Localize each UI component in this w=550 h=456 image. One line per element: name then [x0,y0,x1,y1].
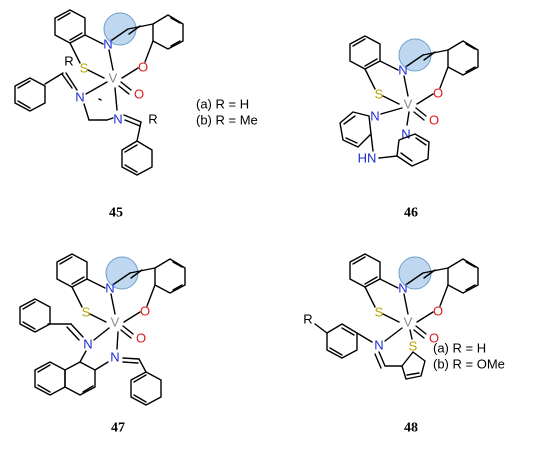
atom-n: N [398,63,407,78]
atom-s: S [409,339,418,354]
atom-oxo: O [134,87,144,102]
compound-label: 48 [404,421,418,436]
compound-46: N S O V O N HN N 46 [339,35,479,221]
atom-r: R [148,112,157,127]
atom-oxo: O [429,331,439,346]
substituent-note: (a) R = H [433,341,486,356]
atom-r: R [303,312,312,327]
substituent-note: (b) R = Me [196,113,258,128]
compound-label: 45 [109,206,123,221]
atom-v: V [404,97,413,112]
atom-hn: HN [358,151,377,166]
substituent-note: (a) R = H [196,97,249,112]
atom-n: N [110,350,119,365]
atom-n: N [113,112,122,127]
atom-o: O [433,304,443,319]
atom-n: N [83,337,92,352]
atom-s: S [82,305,91,320]
atom-v: V [111,315,120,330]
atom-n: N [75,90,84,105]
atom-n: N [105,281,114,296]
atom-s: S [375,305,384,320]
atom-s: S [80,61,89,76]
atom-o: O [138,60,148,75]
atom-v: V [109,71,118,86]
atom-n: N [398,281,407,296]
atom-oxo: O [429,113,439,128]
atom-o: O [433,86,443,101]
compound-48: N S O V O N R S (a) R = H (b) R = OMe 48 [303,253,505,436]
atom-oxo: O [136,331,146,346]
compound-47: N S O V O N N 47 [19,253,186,436]
atom-n: N [370,109,379,124]
atom-v: V [404,315,413,330]
atom-s: S [375,87,384,102]
atom-r: R [64,54,73,69]
atom-n: N [103,37,112,52]
compound-label: 46 [404,206,418,221]
substituent-note: (b) R = OMe [433,357,505,372]
atom-o: O [140,304,150,319]
compound-label: 47 [111,421,125,436]
atom-n: N [401,127,410,142]
atom-n: N [374,338,383,353]
compound-45: N S O V O N R N R (a) R = H (b) R = Me [14,9,258,221]
